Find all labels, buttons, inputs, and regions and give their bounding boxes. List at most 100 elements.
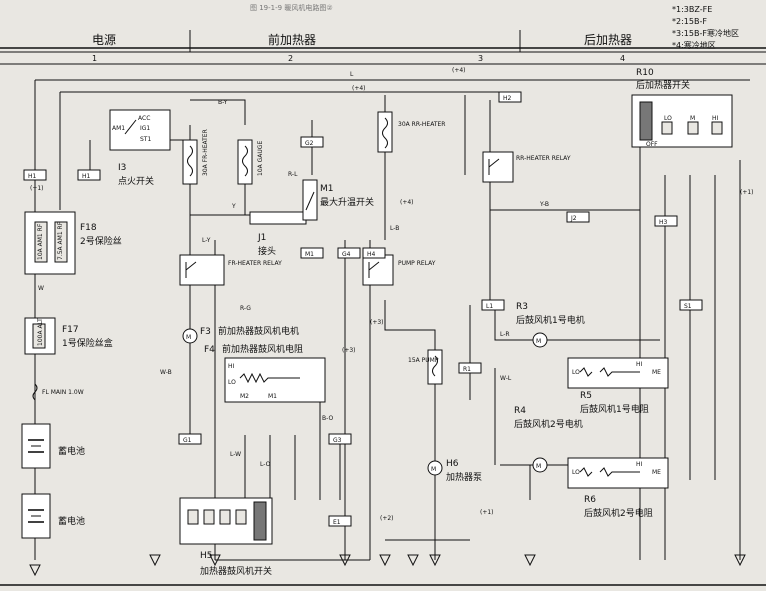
r3-name: 后鼓风机1号电机 bbox=[516, 314, 585, 326]
m1-code: M1 bbox=[320, 184, 334, 194]
f17-name: 1号保险丝盒 bbox=[62, 337, 113, 349]
r6-term-hi: HI bbox=[636, 461, 643, 468]
col-number-4: 4 bbox=[620, 54, 625, 63]
svg-text:M: M bbox=[536, 338, 541, 345]
component-f3: M F3 前加热器鼓风机电机 bbox=[182, 325, 299, 344]
r5-term-hi: HI bbox=[636, 361, 643, 368]
r5-code: R5 bbox=[580, 391, 592, 401]
wire-label-w: W bbox=[38, 285, 44, 292]
wire-label-l-w: L-W bbox=[230, 451, 241, 458]
relay-fr-heater: FR-HEATER RELAY bbox=[179, 254, 282, 286]
gauge-fuse-label: 10A GAUGE bbox=[257, 141, 264, 176]
marker-4: (+3) bbox=[370, 319, 384, 326]
wire-label-l: L bbox=[350, 71, 354, 78]
connector-e1: E1 bbox=[333, 519, 341, 526]
connector-l1: L1 bbox=[486, 303, 493, 310]
component-h6: M H6 加热器泵 bbox=[427, 459, 482, 483]
marker-6: (+1) bbox=[480, 509, 494, 516]
connector-j2: J2 bbox=[570, 215, 577, 222]
connectors: H1 H1 G1 G2 G3 G4 H2 H3 S1 L1 R1 J2 M1 H… bbox=[23, 91, 703, 527]
legend-note-2: *2:15B-F bbox=[672, 17, 707, 26]
i3-term-st1: ST1 bbox=[140, 136, 151, 143]
header-col-rear-heater: 后加热器 bbox=[584, 33, 632, 47]
r4-name: 后鼓风机2号电机 bbox=[514, 418, 583, 430]
fuse-pump: 15A PUMP bbox=[408, 349, 443, 385]
component-h5: H5 加热器鼓风机开关 bbox=[179, 497, 273, 577]
f3-code: F3 bbox=[200, 327, 211, 337]
component-r6: HI LO ME R6 后鼓风机2号电阻 bbox=[567, 457, 669, 519]
fl-main-label: FL MAIN 1.0W bbox=[42, 389, 84, 396]
marker-7: (+2) bbox=[380, 515, 394, 522]
f4-name: 前加热器鼓风机电阻 bbox=[222, 343, 303, 355]
r6-name: 后鼓风机2号电阻 bbox=[584, 507, 653, 519]
j1-name: 接头 bbox=[258, 245, 276, 257]
r3-code: R3 bbox=[516, 302, 528, 312]
marker-3: (+4) bbox=[452, 67, 466, 74]
h5-name: 加热器鼓风机开关 bbox=[200, 565, 272, 577]
rr-heater-fuse-label: 30A RR-HEATER bbox=[398, 121, 445, 128]
r4-code: R4 bbox=[514, 406, 526, 416]
rr-relay-label: RR-HEATER RELAY bbox=[516, 155, 571, 162]
f17-fuse-alt: 100A ALT bbox=[37, 318, 44, 346]
i3-term-am1: AM1 bbox=[112, 125, 125, 132]
legend-note-4: *4:寒冷地区 bbox=[672, 40, 716, 50]
component-r10: OFF LO M HI R10 后加热器开关 bbox=[631, 68, 733, 148]
connector-h4: H4 bbox=[367, 251, 376, 258]
col-number-1: 1 bbox=[92, 54, 97, 63]
r6-term-me: ME bbox=[652, 469, 661, 476]
battery-1: 蓄电池 bbox=[21, 423, 85, 469]
wire-label-b-o: B-O bbox=[322, 415, 333, 422]
component-j1: J1 接头 bbox=[249, 211, 307, 257]
r5-term-lo: LO bbox=[572, 369, 580, 376]
svg-text:M: M bbox=[186, 334, 191, 341]
fuse-rr-heater: 30A RR-HEATER bbox=[377, 111, 445, 153]
r10-term-m: M bbox=[690, 115, 695, 122]
wire-label-w-l: W-L bbox=[500, 375, 512, 382]
component-m1: M1 最大升温开关 bbox=[302, 179, 374, 221]
col-number-2: 2 bbox=[288, 54, 293, 63]
connector-g2: G2 bbox=[305, 140, 314, 147]
svg-text:M: M bbox=[431, 466, 436, 473]
f17-code: F17 bbox=[62, 325, 79, 335]
r10-term-lo: LO bbox=[664, 115, 672, 122]
r10-term-off: OFF bbox=[646, 141, 658, 148]
f4-term-hi: HI bbox=[228, 363, 235, 370]
wire-label-y-b: Y-B bbox=[539, 201, 549, 208]
r5-name: 后鼓风机1号电阻 bbox=[580, 403, 649, 415]
connector-h3: H3 bbox=[659, 219, 668, 226]
r6-code: R6 bbox=[584, 495, 596, 505]
fuse-fr-heater: 30A FR-HEATER bbox=[182, 129, 209, 185]
wire-label-b-y: B-Y bbox=[218, 99, 228, 106]
battery-1-label: 蓄电池 bbox=[58, 445, 85, 457]
f3-name: 前加热器鼓风机电机 bbox=[218, 325, 299, 337]
f4-code: F4 bbox=[204, 345, 215, 355]
header-col-front-heater: 前加热器 bbox=[268, 32, 316, 47]
component-f4: HI LO M2 M1 F4 前加热器鼓风机电阻 bbox=[204, 343, 326, 403]
f18-fuse-a: 10A AM1 RF bbox=[37, 223, 44, 260]
f4-term-lo: LO bbox=[228, 379, 236, 386]
marker-8: (+3) bbox=[342, 347, 356, 354]
r10-name: 后加热器开关 bbox=[636, 79, 690, 91]
wire-label-w-b: W-B bbox=[160, 369, 172, 376]
wire-label-l-y: L-Y bbox=[202, 237, 211, 244]
h5-code: H5 bbox=[200, 551, 213, 561]
r6-term-lo: LO bbox=[572, 469, 580, 476]
header-col-power: 电源 bbox=[92, 33, 116, 47]
connector-m1: M1 bbox=[305, 251, 314, 258]
wire-labels: B-Y W-B L L-B L-W L-O L-R L-Y Y Y-B R-G … bbox=[38, 71, 549, 468]
f18-fuse-b: 7.5A AM1 RF bbox=[57, 221, 64, 260]
m1-name: 最大升温开关 bbox=[320, 196, 374, 208]
f18-code: F18 bbox=[80, 223, 97, 233]
i3-term-acc: ACC bbox=[138, 115, 150, 122]
battery-2-label: 蓄电池 bbox=[58, 515, 85, 527]
faint-title: 图 19-1-9 暖风机电路图② bbox=[250, 3, 333, 12]
legend-note-3: *3:15B-F寒冷地区 bbox=[672, 28, 739, 38]
markers: (+4) (+4) (+4) (+3) (+1) (+1) (+2) (+3) … bbox=[30, 67, 754, 522]
component-r5: HI LO ME R5 后鼓风机1号电阻 bbox=[567, 357, 669, 415]
relay-pump: PUMP RELAY bbox=[362, 254, 436, 286]
f18-name: 2号保险丝 bbox=[80, 235, 122, 247]
fr-heater-fuse-label: 30A FR-HEATER bbox=[202, 129, 209, 176]
component-r4: M R4 后鼓风机2号电机 bbox=[514, 406, 583, 473]
connector-r1: R1 bbox=[463, 366, 471, 373]
f4-term-m2: M2 bbox=[240, 393, 249, 400]
